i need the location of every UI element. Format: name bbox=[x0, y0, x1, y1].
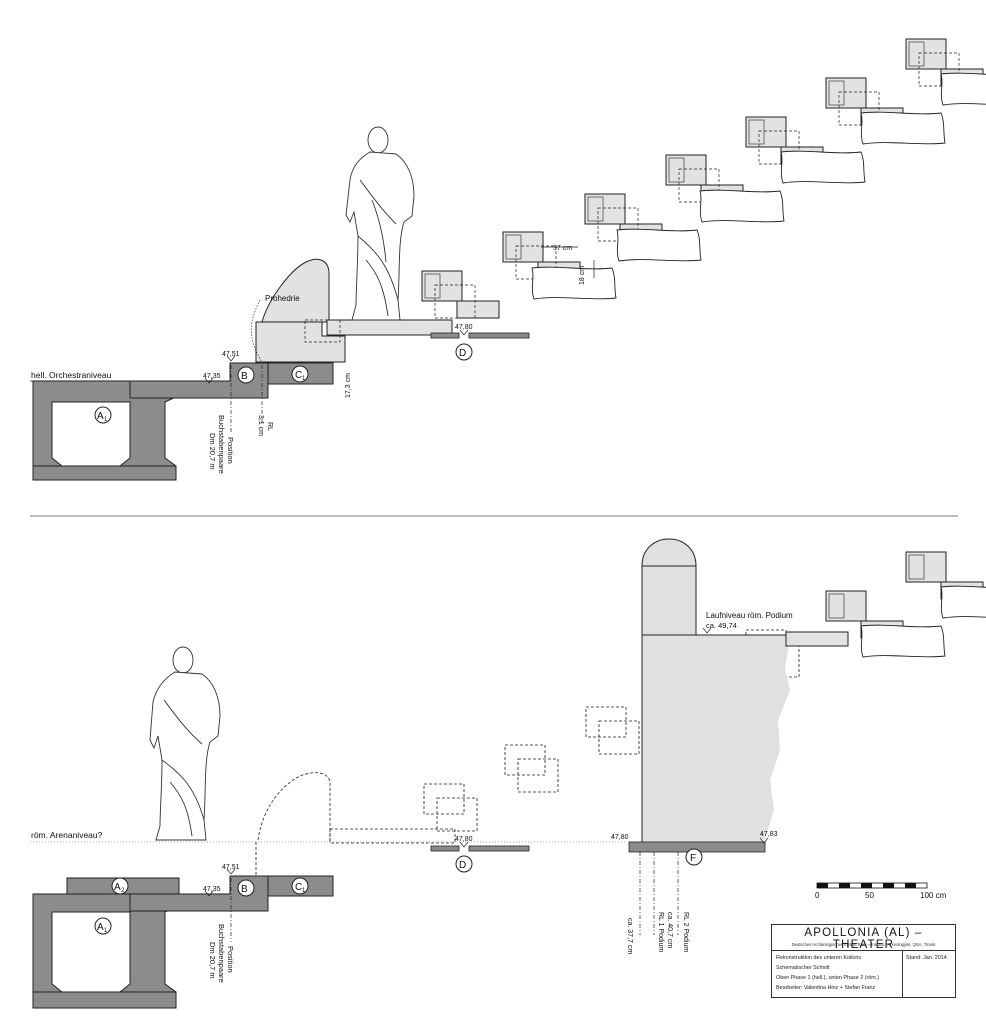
level-4783-label: 47,83 bbox=[760, 831, 778, 838]
dim-37-label: 37 cm bbox=[553, 245, 572, 252]
dim-18-label: 18 cm bbox=[579, 266, 586, 285]
marker-circle-f bbox=[685, 848, 703, 866]
scale-label-0: 0 bbox=[815, 891, 820, 900]
title-block-line3: Oben Phase 1 (hell.), unten Phase 2 (röm… bbox=[776, 975, 880, 981]
koilon-tiers-bottom bbox=[785, 551, 986, 658]
rl1-label-line1: RL 1 Podium bbox=[657, 912, 664, 952]
rl1-label-line2: ca. 37,7 cm bbox=[626, 918, 633, 954]
scale-label-50: 50 bbox=[865, 891, 874, 900]
rl-label-line2: 3,1 cm bbox=[257, 415, 264, 436]
level-4780-label: 47,80 bbox=[455, 324, 473, 331]
position-label-line1: Position bbox=[226, 437, 235, 464]
marker-circle-d bbox=[455, 343, 473, 361]
title-block-subtitle: Deutsches Archäologisches Institut Rom –… bbox=[791, 942, 936, 947]
marker-circle-a1 bbox=[94, 406, 112, 424]
scale-label-100: 100 cm bbox=[920, 891, 947, 900]
position-label-line2-bottom: Buchstabenpaare bbox=[217, 924, 226, 983]
marker-c1-label-bottom: C bbox=[295, 882, 302, 893]
position-label-line2: Buchstabenpaare bbox=[217, 415, 226, 474]
marker-circle-d-bottom bbox=[455, 855, 473, 873]
marker-circle-c1 bbox=[291, 365, 309, 383]
title-block-divider bbox=[772, 950, 955, 951]
level-4751-label-bottom: 47,51 bbox=[222, 864, 240, 871]
drain-slab-d-left-bottom bbox=[430, 845, 460, 852]
scale-bar: 0 50 100 cm bbox=[815, 882, 947, 900]
bottom-section: röm. Arenaniveau? Laufniveau röm. Podium… bbox=[30, 538, 986, 1009]
marker-a2-label: A bbox=[114, 882, 121, 893]
level-4780-f-label: 47,80 bbox=[611, 834, 629, 841]
position-label-line1-bottom: Position bbox=[226, 946, 235, 973]
marker-a1-sub: 1 bbox=[104, 417, 108, 423]
podium-level-label-line2: ca. 49,74 bbox=[706, 621, 737, 630]
marker-a1-label: A bbox=[97, 411, 104, 422]
marker-circle-b-bottom bbox=[237, 879, 255, 897]
foundation-a1-bottom bbox=[32, 893, 181, 1009]
drain-slab-d-right-bottom bbox=[468, 845, 530, 852]
orchestra-level-label: hell. Orchestraniveau bbox=[31, 370, 112, 380]
marker-d-label: D bbox=[459, 348, 466, 359]
rl2-label-line1: RL 2 Podium bbox=[682, 912, 689, 952]
koilon-tiers-top bbox=[421, 38, 984, 319]
podium-level-label-line1: Laufniveau röm. Podium bbox=[706, 611, 793, 620]
arena-level-label: röm. Arenaniveau? bbox=[31, 830, 103, 840]
prohedrie-label: Prohedrie bbox=[265, 294, 300, 303]
marker-a1-sub-bottom: 1 bbox=[104, 928, 108, 934]
level-4751-label: 47,51 bbox=[222, 351, 240, 358]
marker-d-label-bottom: D bbox=[459, 860, 466, 871]
marker-c1-sub: 1 bbox=[302, 376, 306, 382]
top-section: hell. Orchestraniveau Prohedrie A 1 B C … bbox=[30, 38, 986, 481]
title-block-line2: Schematischer Schnitt bbox=[776, 965, 830, 971]
dim-17-3-label: 17,3 cm bbox=[345, 373, 352, 398]
position-label-line3-bottom: Dm 20,7 m bbox=[208, 942, 217, 979]
level-4735-label: 47,35 bbox=[203, 373, 221, 380]
marker-c1-sub-bottom: 1 bbox=[302, 888, 306, 894]
rl2-label-line2: ca. 40,7 cm bbox=[666, 912, 673, 948]
statue-figure-top bbox=[345, 126, 415, 321]
marker-f-label: F bbox=[690, 853, 696, 864]
marker-circle-a2 bbox=[111, 877, 129, 895]
marker-b-label-bottom: B bbox=[241, 884, 248, 895]
marker-b-label: B bbox=[241, 371, 248, 382]
marker-a1-label-bottom: A bbox=[97, 922, 104, 933]
prohedrie-seat bbox=[250, 258, 346, 363]
level-4780-d-label-bottom: 47,80 bbox=[455, 836, 473, 843]
title-block-line4: Bearbeiter: Valentina Hinz + Stefan Fran… bbox=[776, 985, 876, 991]
drain-slab-d-left bbox=[430, 332, 460, 339]
marker-a2-sub: 2 bbox=[121, 888, 125, 894]
rl-label-line1: RL bbox=[266, 422, 273, 431]
drain-slab-d-right bbox=[468, 332, 530, 339]
position-label-line3: Dm 20,7 m bbox=[208, 433, 217, 470]
title-block-title: APOLLONIA (AL) – THEATER bbox=[804, 927, 923, 951]
marker-c1-label: C bbox=[295, 370, 302, 381]
marker-circle-b bbox=[237, 366, 255, 384]
foundation-blocks-top bbox=[531, 72, 986, 300]
title-block-line1: Rekonstruktion des unteren Koilons bbox=[776, 955, 862, 961]
marker-circle-c1-bottom bbox=[291, 877, 309, 895]
level-4735-label-bottom: 47,35 bbox=[203, 886, 221, 893]
title-block-vdivider bbox=[902, 950, 903, 998]
statue-figure-bottom bbox=[149, 646, 221, 841]
marker-circle-a1-bottom bbox=[94, 917, 112, 935]
roman-podium bbox=[628, 538, 790, 853]
title-block-stand: Stand: Jan. 2014 bbox=[906, 955, 947, 961]
title-block: APOLLONIA (AL) – THEATER Deutsches Archä… bbox=[771, 924, 956, 998]
